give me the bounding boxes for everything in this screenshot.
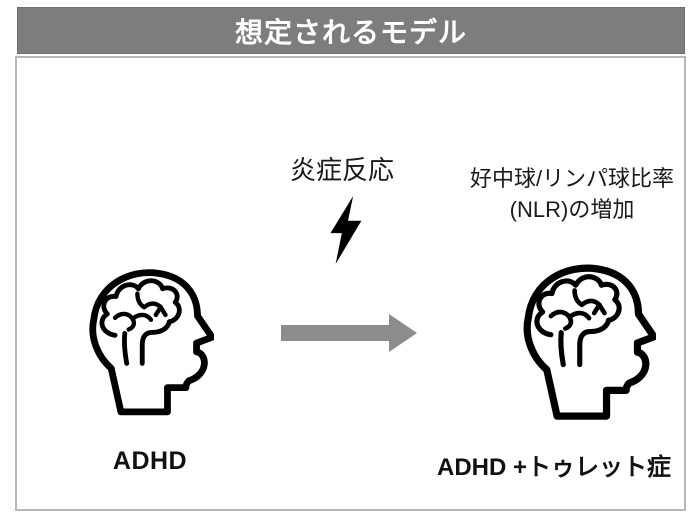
lightning-bolt-icon [330, 196, 366, 264]
right-arrow-icon [281, 314, 417, 352]
head-brain-icon [86, 266, 214, 424]
left-node-label: ADHD [112, 447, 188, 475]
effect-label-line2: (NLR)の増加 [509, 197, 635, 222]
trigger-label: 炎症反応 [289, 155, 394, 185]
right-node-label: ADHD +トゥレット症 [436, 454, 671, 481]
effect-label-line1: 好中球/リンパ球比率 [469, 166, 675, 191]
header-bar: 想定されるモデル [17, 7, 685, 54]
effect-label: 好中球/リンパ球比率 (NLR)の増加 [448, 163, 690, 225]
page-title: 想定されるモデル [234, 16, 467, 48]
head-brain-icon [520, 262, 656, 428]
